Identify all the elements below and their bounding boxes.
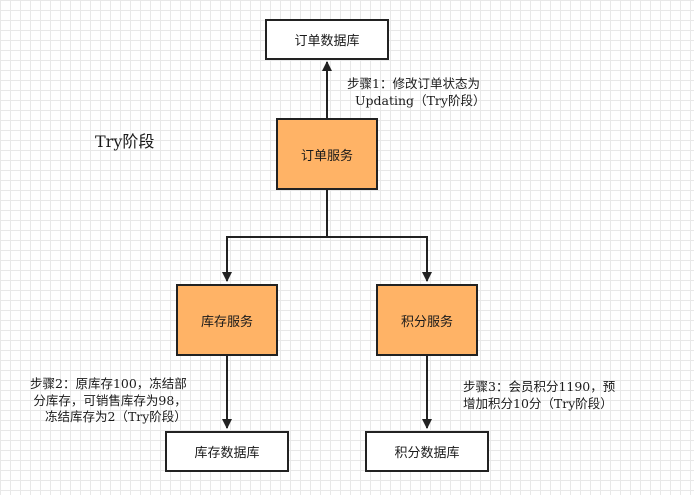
inventory-service-node: 库存服务 [176,284,278,356]
step1-line1: 步骤1：修改订单状态为 [347,76,480,91]
order-service-node: 订单服务 [276,118,378,190]
step1-note: 步骤1：修改订单状态为 Updating（Try阶段） [347,76,485,109]
step2-line1: 步骤2：原库存100，冻结部 [30,376,187,391]
points-service-node: 积分服务 [376,284,478,356]
branch-connector-right [327,236,432,282]
step2-note: 步骤2：原库存100，冻结部 分库存，可销售库存为98， 冻结库存为2（Try阶… [30,376,187,426]
step1-line2: Updating（Try阶段） [355,92,486,108]
phase-title: Try阶段 [95,132,155,151]
step2-line3: 冻结库存为2（Try阶段） [44,409,187,424]
step2-line2: 分库存，可销售库存为98， [33,392,187,408]
step3-note: 步骤3：会员积分1190，预 增加积分10分（Try阶段） [463,379,615,412]
inventory-db-node: 库存数据库 [165,431,289,472]
points-db-node: 积分数据库 [365,431,489,472]
order-db-node: 订单数据库 [265,19,389,60]
branch-connector [222,189,328,282]
step3-line2: 增加积分10分（Try阶段） [463,395,613,411]
step3-line1: 步骤3：会员积分1190，预 [463,379,616,394]
